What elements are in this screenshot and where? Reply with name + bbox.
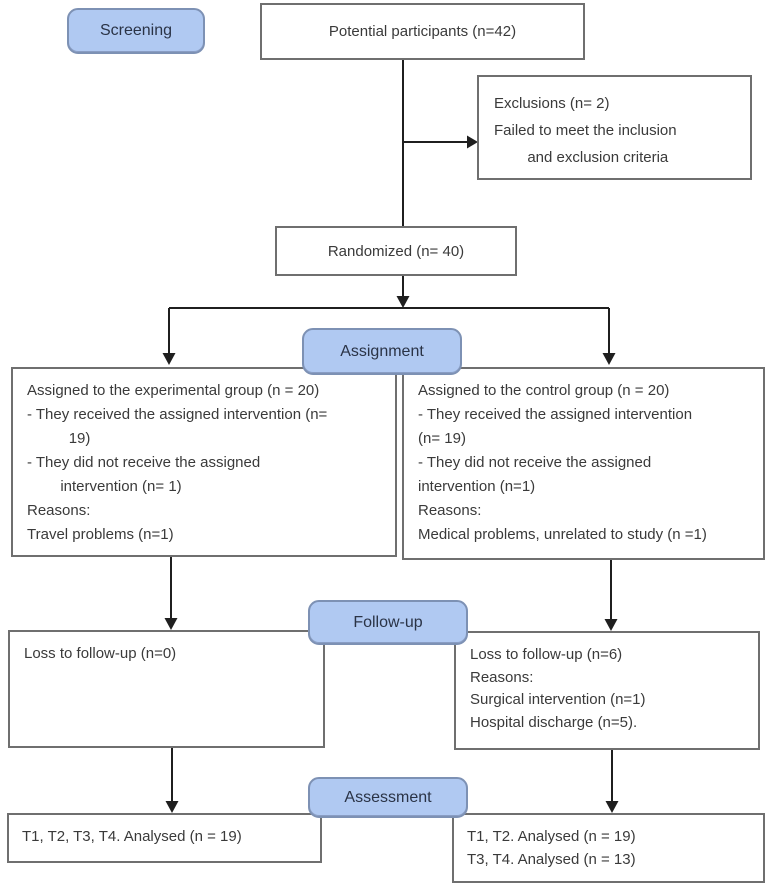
stage-label-screening: Screening [67,8,205,54]
stage-label-assessment: Assessment [308,777,468,818]
control-group-box: Assigned to the control group (n = 20) -… [402,367,765,560]
arrowhead-exclusions [467,135,478,149]
arrowhead-branch-right [602,353,616,365]
arrowhead-branch-left [162,353,176,365]
followup-right-box: Loss to follow-up (n=6) Reasons: Surgica… [454,631,760,750]
exclusions-text: Exclusions (n= 2) Failed to meet the inc… [494,95,677,166]
analysed-right-text: T1, T2. Analysed (n = 19) T3, T4. Analys… [467,828,636,868]
followup-left-text: Loss to follow-up (n=0) [24,645,177,662]
arrowhead-assessment-right [605,801,619,813]
arrowhead-randomized [396,296,410,308]
analysed-right-box: T1, T2. Analysed (n = 19) T3, T4. Analys… [452,813,765,883]
stage-label-assignment: Assignment [302,328,462,375]
exclusions-box: Exclusions (n= 2) Failed to meet the inc… [477,75,752,180]
analysed-left-text: T1, T2, T3, T4. Analysed (n = 19) [22,828,242,845]
potential-participants-box: Potential participants (n=42) [260,3,585,60]
arrowhead-followup-left [164,618,178,630]
experimental-group-box: Assigned to the experimental group (n = … [11,367,397,557]
control-group-text: Assigned to the control group (n = 20) -… [418,382,707,543]
randomized-box: Randomized (n= 40) [275,226,517,276]
arrowhead-followup-right [604,619,618,631]
experimental-group-text: Assigned to the experimental group (n = … [27,382,328,543]
arrowhead-assessment-left [165,801,179,813]
stage-label-followup: Follow-up [308,600,468,645]
followup-right-text: Loss to follow-up (n=6) Reasons: Surgica… [470,646,646,731]
analysed-left-box: T1, T2, T3, T4. Analysed (n = 19) [7,813,322,863]
followup-left-box: Loss to follow-up (n=0) [8,630,325,748]
